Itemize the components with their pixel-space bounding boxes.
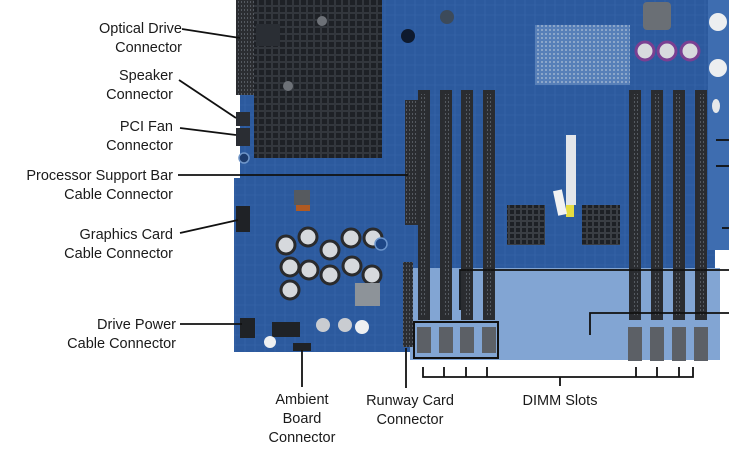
processor-support-bar-connector: [405, 100, 418, 225]
label-line: Speaker: [118, 68, 173, 84]
capacitor: [319, 264, 341, 286]
label-line: Drive Power: [97, 317, 176, 333]
dimm-slot-pins: [654, 94, 660, 316]
label-processor-support-bar-cable-connector: Processor Support Bar Cable Connector: [26, 167, 173, 205]
capacitor: [297, 226, 319, 248]
label-line: Runway Card: [366, 393, 454, 409]
capacitor: [361, 264, 383, 286]
dimm-latch: [672, 327, 686, 361]
label-ambient-board-connector: Ambient Board Connector: [262, 391, 342, 448]
dimm-slots: [418, 90, 707, 320]
dimm-slot-pins: [421, 94, 427, 316]
dimm-latch: [482, 327, 496, 353]
label-line: Connector: [106, 87, 173, 103]
capacitor: [279, 256, 301, 278]
dimm-slot-pins: [676, 94, 682, 316]
label-drive-power-cable-connector: Drive Power Cable Connector: [67, 316, 176, 354]
dimm-slot-pins: [698, 94, 704, 316]
drive-power-cable-connector-part: [240, 318, 255, 338]
label-line: Cable Connector: [64, 187, 173, 203]
label-graphics-card-cable-connector: Graphics Card Cable Connector: [64, 226, 173, 264]
dimm-latch: [460, 327, 474, 353]
processor-heatsink: [254, 0, 382, 158]
label-line: Connector: [376, 412, 444, 428]
capacitor: [279, 279, 301, 301]
heatsink-small-right: [582, 205, 620, 245]
label-runway-card-connector: Runway Card Connector: [355, 392, 465, 430]
heatsink-small-left: [507, 205, 545, 245]
dimm-slot-pins: [464, 94, 470, 316]
dimm-latch: [439, 327, 453, 353]
optical-drive-connector: [236, 0, 256, 95]
label-line: Board: [282, 411, 322, 427]
label-line: Ambient: [275, 392, 329, 408]
capacitor: [341, 255, 363, 277]
label-line: Cable Connector: [67, 336, 176, 352]
label-pci-fan-connector: PCI Fan Connector: [106, 118, 173, 156]
dimm-latch: [628, 327, 642, 361]
dimm-slot-pins: [632, 94, 638, 316]
pci-fan-connector: [236, 128, 250, 146]
capacitor: [298, 259, 320, 281]
dimm-latch: [694, 327, 708, 361]
speaker-connector: [236, 112, 250, 126]
label-line: Processor Support Bar: [26, 168, 173, 184]
dimm-latch: [417, 327, 431, 353]
label-line: PCI Fan: [119, 119, 173, 135]
ambient-board-connector-part: [293, 343, 311, 351]
label-line: Cable Connector: [64, 246, 173, 262]
capacitor: [319, 239, 341, 261]
label-speaker-connector: Speaker Connector: [106, 67, 173, 105]
label-line: Connector: [115, 40, 182, 56]
label-line: Optical Drive: [99, 21, 182, 37]
power-section: [236, 190, 388, 351]
label-line: Graphics Card: [79, 227, 173, 243]
capacitor: [340, 227, 362, 249]
dimm-latch-group-box: [413, 321, 499, 359]
dimm-slot-pins: [486, 94, 492, 316]
chipset: [535, 25, 630, 85]
label-line: Connector: [106, 138, 173, 154]
leader-lines: [178, 28, 729, 388]
capacitors-top: [634, 2, 701, 62]
label-line: Connector: [268, 430, 336, 446]
graphics-card-cable-connector-part: [236, 206, 250, 232]
label-dimm-slots: DIMM Slots: [505, 392, 615, 411]
capacitor: [275, 234, 297, 256]
runway-card-connector: [403, 262, 413, 347]
dimm-latch: [650, 327, 664, 361]
label-line: DIMM Slots: [522, 393, 598, 409]
label-optical-drive-connector: Optical Drive Connector: [99, 20, 182, 58]
dimm-slot-pins: [443, 94, 449, 316]
dimm-latches: [417, 327, 708, 361]
